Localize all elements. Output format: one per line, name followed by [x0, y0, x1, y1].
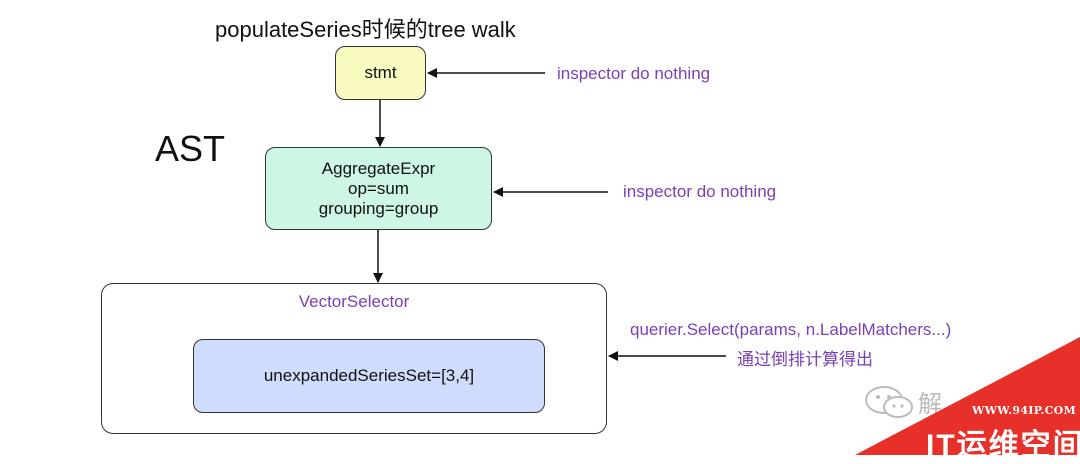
- vector-selector-title: VectorSelector: [298, 292, 410, 311]
- stmt-node: stmt: [335, 46, 426, 100]
- diagram-title: populateSeries时候的tree walk: [215, 17, 516, 42]
- stmt-node-label: stmt: [364, 63, 397, 82]
- unexpanded-series-set-node: unexpandedSeriesSet=[3,4]: [193, 339, 545, 413]
- unexpanded-series-set-label: unexpandedSeriesSet=[3,4]: [263, 366, 475, 385]
- aggregate-annotation: inspector do nothing: [623, 182, 777, 201]
- aggregate-expr-node: AggregateExpr op=sum grouping=group: [265, 147, 492, 230]
- ast-label: AST: [155, 128, 226, 169]
- wechat-icon: [865, 386, 913, 418]
- aggregate-expr-label: AggregateExpr: [321, 158, 436, 178]
- vector-selector-node: VectorSelector unexpandedSeriesSet=[3,4]: [101, 283, 607, 434]
- watermark-name: IT运维空间: [926, 429, 1080, 462]
- watermark-url: WWW.94IP.COM: [972, 404, 1077, 417]
- aggregate-grouping-label: grouping=group: [318, 198, 439, 218]
- vector-annotation-line2: 通过倒排计算得出: [737, 350, 873, 369]
- stmt-annotation: inspector do nothing: [557, 64, 711, 83]
- vector-annotation-line1: querier.Select(params, n.LabelMatchers..…: [630, 320, 952, 339]
- aggregate-op-label: op=sum: [348, 178, 409, 198]
